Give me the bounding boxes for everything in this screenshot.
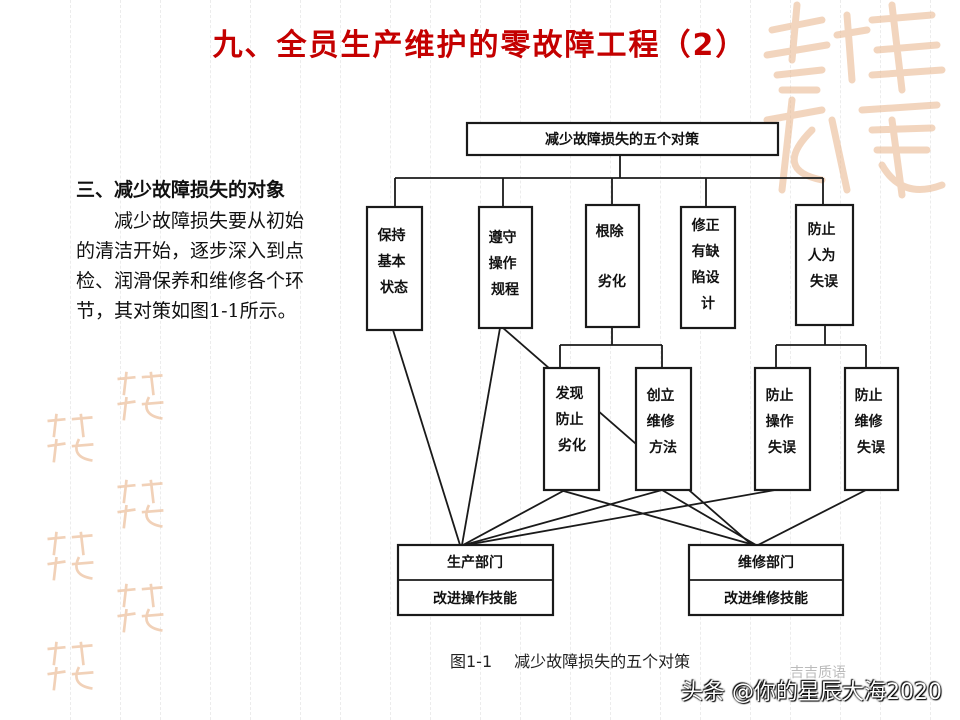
seal-logo-small-6 — [47, 641, 94, 691]
figure-number: 图1-1 — [450, 652, 493, 671]
node-l1-5-label: 防止 人为 失误 — [808, 221, 841, 290]
section-body: 减少故障损失要从初始的清洁开始，逐步深入到点检、润滑保养和维修各个环节，其对策如… — [76, 210, 305, 322]
left-text-block: 三、减少故障损失的对象 减少故障损失要从初始的清洁开始，逐步深入到点检、润滑保养… — [76, 176, 321, 326]
node-l2-4 — [843, 366, 900, 492]
node-l1-1 — [365, 205, 424, 332]
node-l1-5 — [794, 203, 855, 327]
seal-logo-small-5 — [117, 583, 164, 633]
dept-maintenance-name: 维修部门 — [738, 554, 794, 571]
seal-logo-small-3 — [117, 479, 164, 529]
seal-logo-small-2 — [47, 413, 94, 463]
node-l1-1-label: 保持 基本 状态 — [377, 227, 411, 296]
seal-logo-small-1 — [117, 371, 164, 421]
node-l2-3-label: 防止 操作 失误 — [766, 387, 799, 456]
slide-title: 九、全员生产维护的零故障工程（2） — [212, 28, 748, 63]
node-l2-3 — [753, 366, 812, 492]
node-top — [465, 121, 780, 157]
node-l1-2-label: 遵守 操作 规程 — [489, 229, 522, 298]
seal-logo-small-4 — [47, 531, 94, 581]
watermark-bottom: 头条 @你的星辰大海2020 — [681, 680, 942, 705]
figure-caption: 图1-1 减少故障损失的五个对策 — [450, 648, 690, 672]
seal-logo-large — [763, 1, 946, 199]
node-l2-1-label: 发现 防止 劣化 — [555, 385, 589, 454]
node-l2-2-label: 创立 维修 方法 — [646, 387, 680, 456]
dept-production-task: 改进操作技能 — [433, 590, 517, 607]
watermark-corner: 吉吉质语 — [790, 665, 846, 681]
connector-lines — [392, 155, 867, 546]
node-l2-4-label: 防止 维修 失误 — [855, 387, 888, 456]
node-l1-3-label: 根除 劣化 — [596, 223, 629, 290]
figure-caption-text: 减少故障损失的五个对策 — [514, 652, 691, 671]
node-top-label: 减少故障损失的五个对策 — [545, 131, 700, 148]
node-l2-1 — [542, 366, 601, 492]
section-heading: 三、减少故障损失的对象 — [76, 179, 286, 201]
node-l1-4-label: 修正 有缺 陷设 计 — [691, 217, 725, 312]
dept-production-name: 生产部门 — [447, 554, 503, 571]
node-l1-3 — [584, 203, 641, 329]
node-l1-4 — [679, 205, 737, 330]
node-l1-2 — [477, 205, 534, 330]
node-l2-2 — [634, 366, 693, 492]
dept-maintenance-task: 改进维修技能 — [724, 590, 808, 607]
